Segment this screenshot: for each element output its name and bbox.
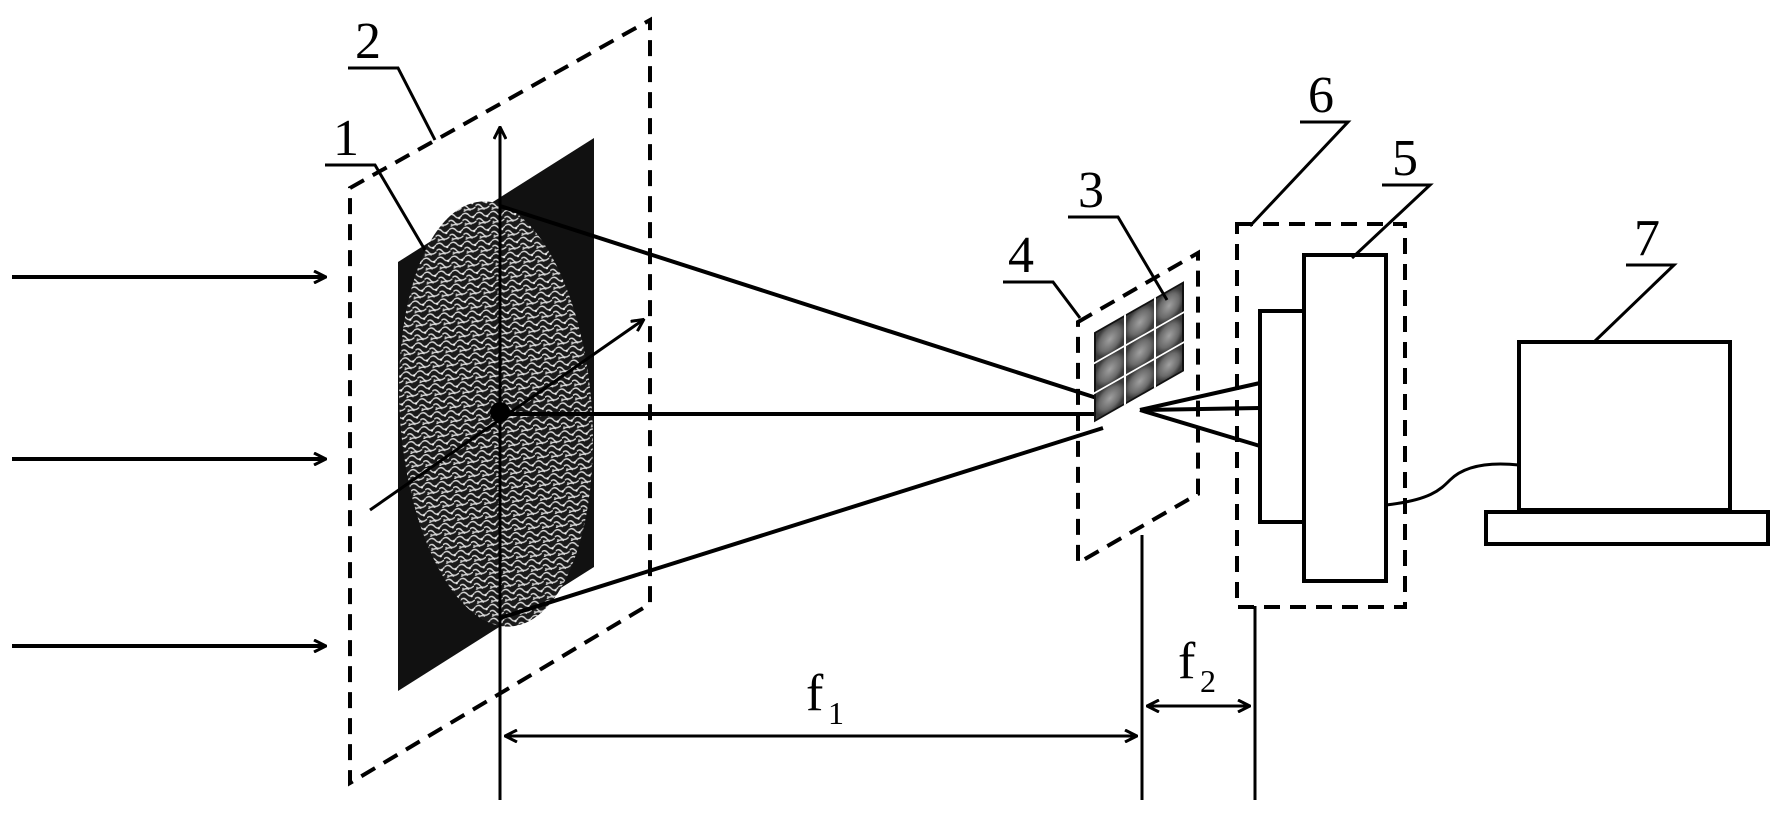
converging-rays — [499, 204, 1104, 620]
f2-label: f — [1178, 633, 1196, 690]
f2-dimension: f 2 — [1148, 633, 1249, 706]
incident-light-arrows — [12, 277, 325, 646]
microlens-frame-4 — [1076, 249, 1200, 567]
label-3: 3 — [1078, 162, 1104, 219]
f1-label: f — [806, 665, 824, 722]
lens-array-3 — [1094, 281, 1184, 423]
label-5: 5 — [1392, 130, 1418, 187]
f1-dimension: f 1 — [506, 665, 1136, 736]
speckle-mask-1 — [398, 138, 594, 691]
f1-subscript: 1 — [828, 695, 844, 731]
detector-5 — [1258, 253, 1388, 583]
label-4: 4 — [1008, 227, 1034, 284]
label-1: 1 — [333, 110, 359, 167]
reference-lines — [1140, 535, 1257, 800]
label-2: 2 — [355, 13, 381, 70]
leader-lines — [325, 66, 1678, 344]
label-7: 7 — [1634, 210, 1660, 267]
output-rays — [1139, 381, 1261, 448]
cable — [1385, 462, 1520, 507]
camera-box-6 — [1235, 222, 1407, 609]
f2-subscript: 2 — [1200, 663, 1216, 699]
label-6: 6 — [1308, 67, 1334, 124]
computer-7 — [1484, 340, 1770, 546]
